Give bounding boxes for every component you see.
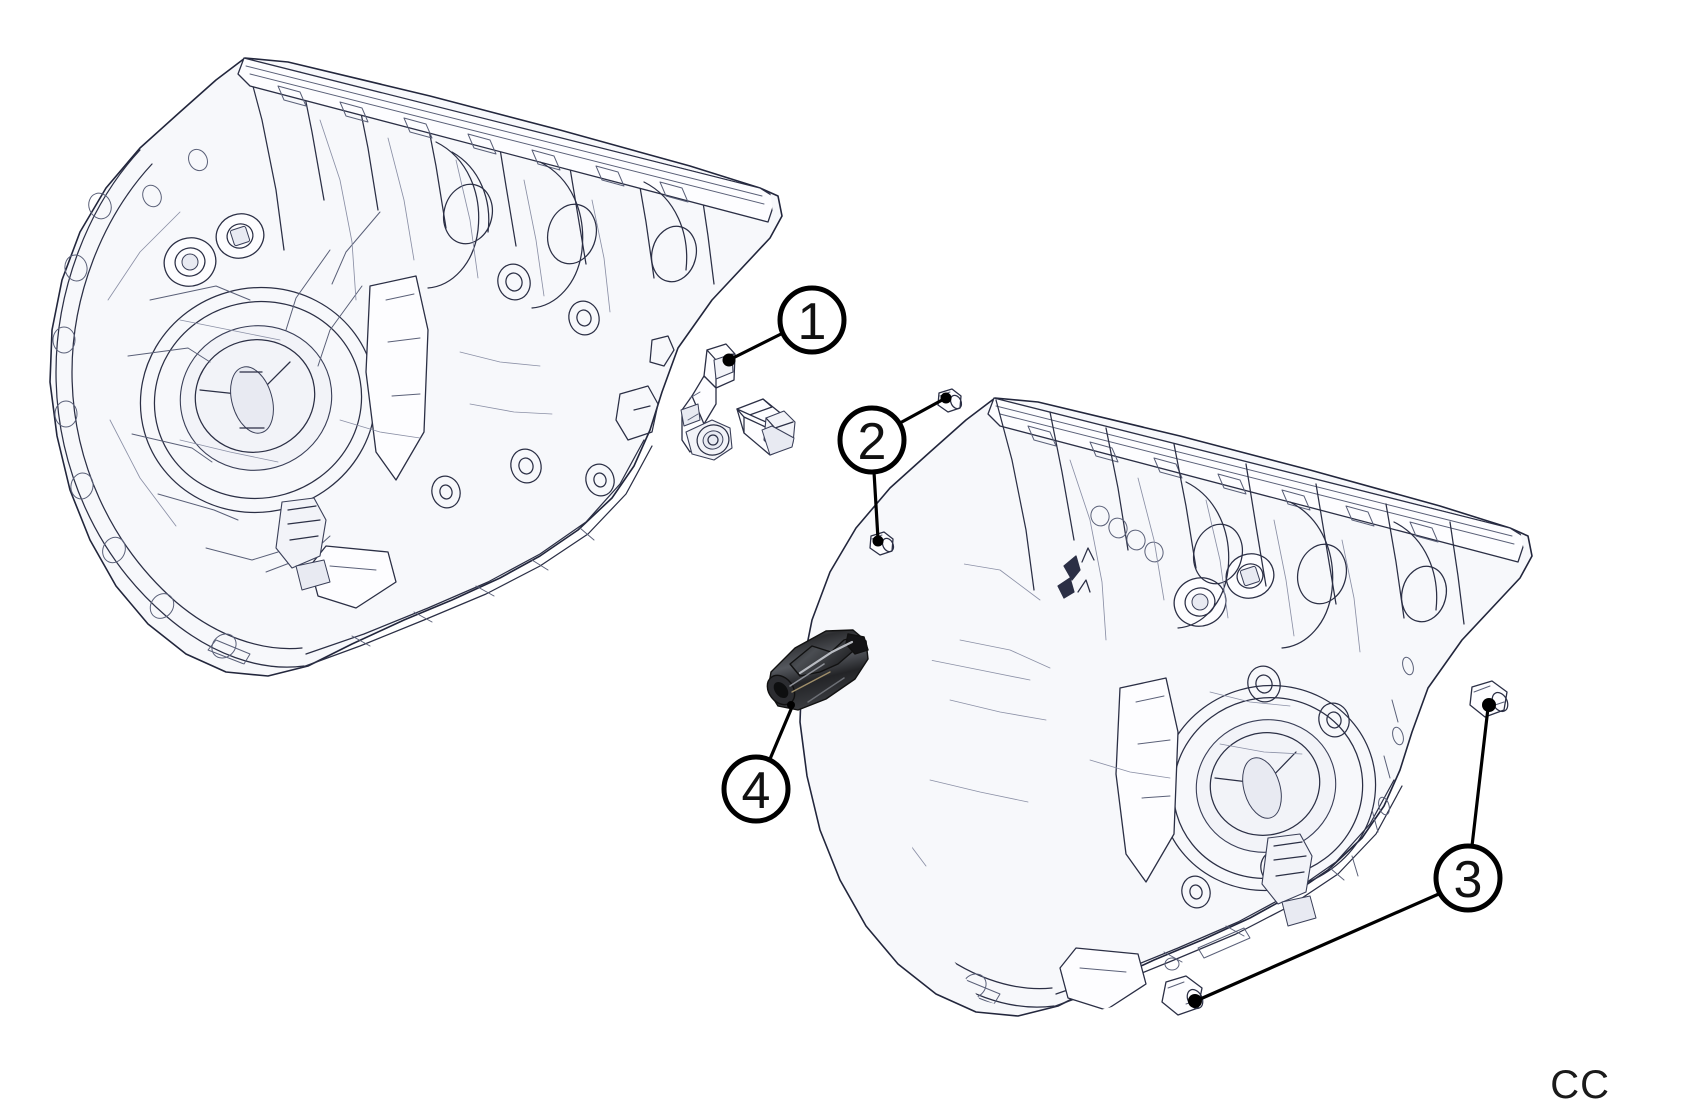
callout-1-circle[interactable] (777, 285, 847, 355)
leader-dot-4 (787, 701, 795, 709)
leader-dot-2a (940, 392, 952, 404)
callout-4-label: 4 (742, 762, 771, 820)
case-marking-icon (1057, 547, 1095, 599)
part-black-clip (766, 629, 869, 711)
callout-4-circle[interactable] (721, 754, 791, 824)
leader-dot-2b (872, 535, 884, 547)
callout-layer: 1 2 3 4 (721, 285, 1503, 1008)
leader-line-3a (1470, 706, 1490, 848)
callout-2-label: 2 (858, 413, 887, 471)
leader-dot-1 (722, 353, 736, 367)
part-flange-bolt (736, 398, 796, 456)
leader-line-2a (898, 397, 946, 425)
leader-line-1 (729, 331, 785, 361)
watermark-label: CC (1550, 1063, 1610, 1107)
callout-1[interactable]: 1 (777, 285, 847, 355)
connector-detail-right (1261, 833, 1317, 927)
right-engine-block-half (799, 397, 1533, 1017)
leader-line-4 (768, 705, 794, 761)
left-engine-block-half (49, 57, 783, 677)
leader-dot-3a (1482, 698, 1496, 712)
leader-dot-3b (1188, 994, 1202, 1008)
callout-2-circle[interactable] (837, 405, 907, 475)
connector-detail-left (275, 497, 331, 591)
callout-1-label: 1 (798, 293, 827, 351)
callout-3[interactable]: 3 (1433, 843, 1503, 913)
leader-line-2b (872, 470, 880, 541)
callout-3-label: 3 (1454, 851, 1483, 909)
callout-4[interactable]: 4 (721, 754, 791, 824)
leader-line-3b (1196, 891, 1443, 1002)
callout-2[interactable]: 2 (837, 405, 907, 475)
callout-3-circle[interactable] (1433, 843, 1503, 913)
